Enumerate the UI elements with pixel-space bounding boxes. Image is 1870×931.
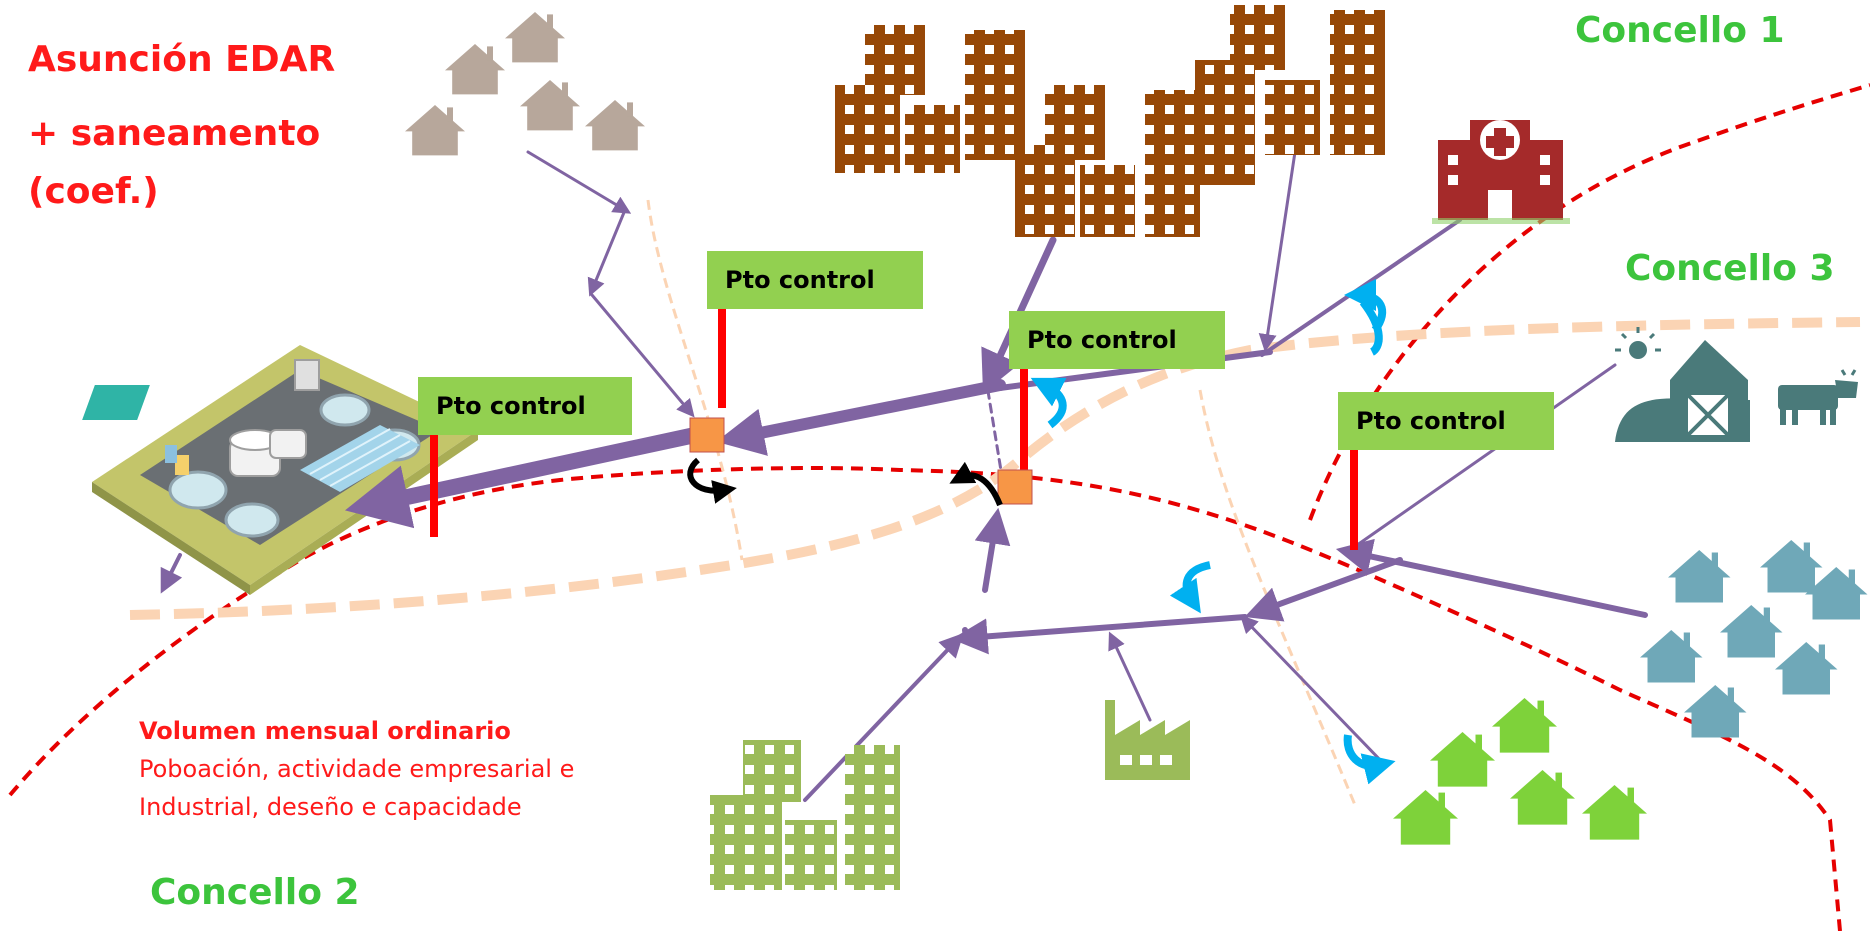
flow-arrow-icon [1030, 279, 1396, 785]
title-line-3: (coef.) [28, 171, 159, 212]
house-icon [1640, 540, 1868, 738]
junction-nodes [689, 417, 1033, 505]
municipality-label-2: Concello 2 [150, 872, 360, 913]
note-heading: Volumen mensual ordinario [139, 717, 511, 745]
control-poles [430, 306, 1358, 550]
municipality-label-1: Concello 1 [1575, 10, 1785, 51]
factory-icon [1105, 700, 1190, 780]
municipality-label-3: Concello 3 [1625, 248, 1835, 289]
note-line-1: Poboación, actividade empresarial e [139, 755, 575, 783]
building-icon [835, 5, 1385, 237]
control-point-label-3: Pto control [1009, 311, 1225, 369]
title-line-2: + saneamento [28, 113, 321, 154]
cow-icon [1778, 369, 1858, 425]
note-line-2: Industrial, deseño e capacidade [139, 793, 522, 821]
building-icon [710, 740, 900, 890]
river [129, 317, 1861, 620]
house-icon [1393, 698, 1647, 845]
control-point-label-1: Pto control [418, 377, 632, 435]
control-point-label-2: Pto control [707, 251, 923, 309]
farm-icon [1615, 327, 1750, 442]
house-icon [405, 12, 645, 156]
stream-lines [646, 199, 1357, 806]
hospital-icon [1432, 120, 1570, 224]
control-point-label-4: Pto control [1338, 392, 1554, 450]
flow-arrow-icon [687, 457, 1003, 507]
title-line-1: Asunción EDAR [28, 39, 336, 80]
